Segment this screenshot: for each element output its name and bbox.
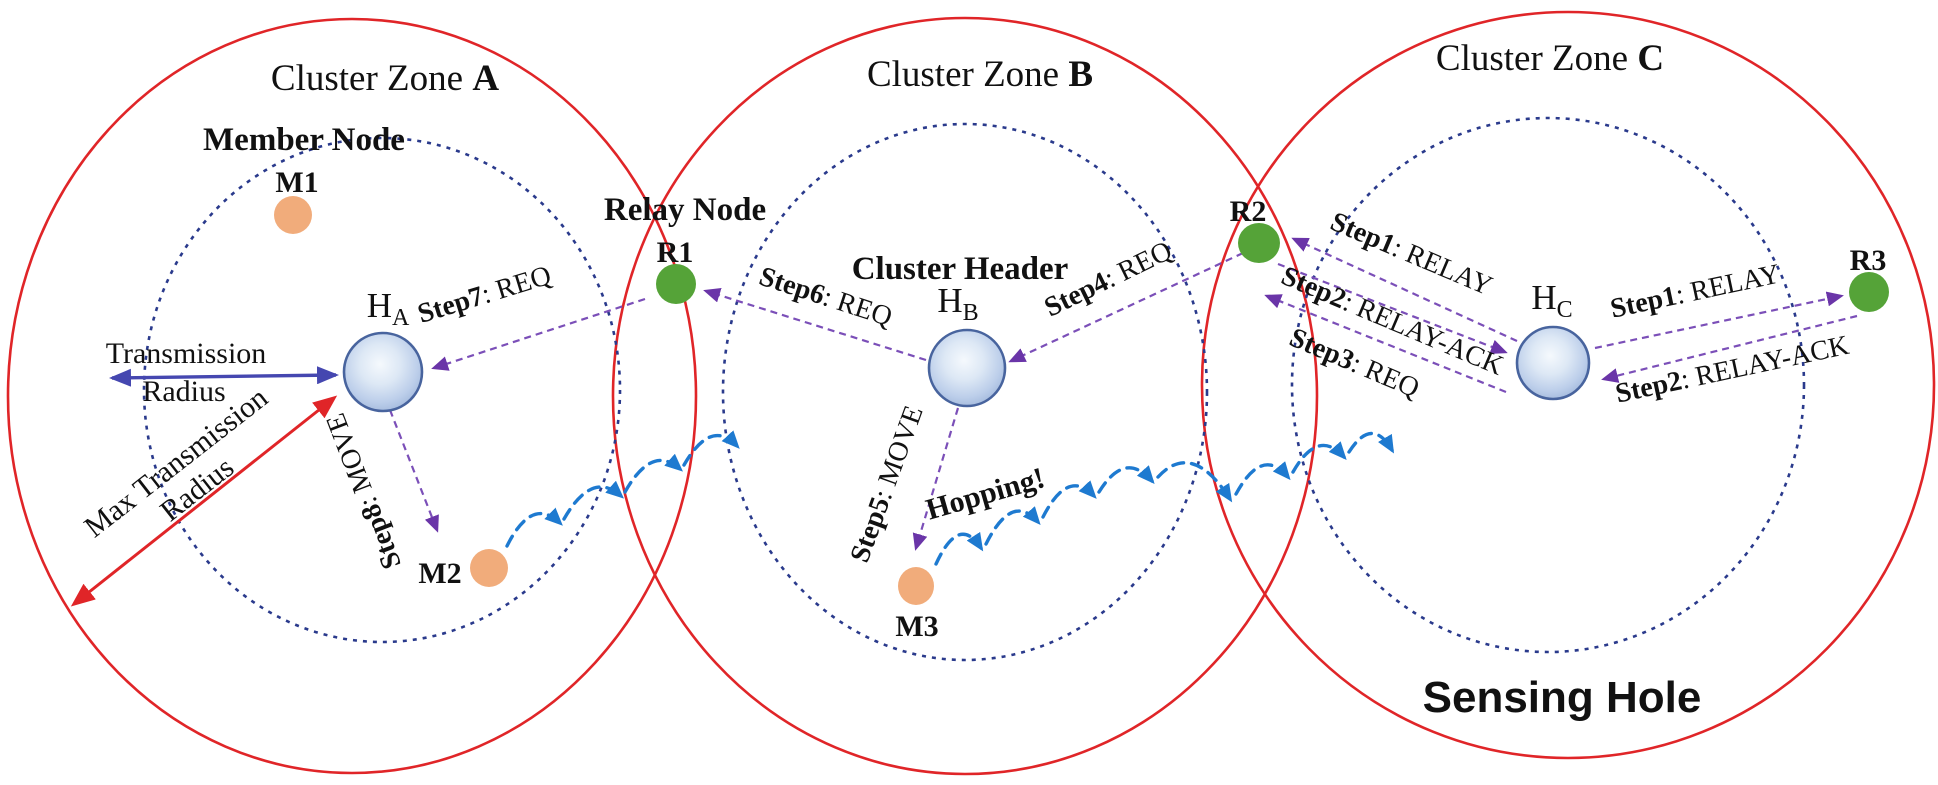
step7-req-arrow [431, 297, 646, 371]
node-r2 [1238, 223, 1280, 263]
node-header-b [927, 328, 1007, 408]
svg-text:Step1: RELAY: Step1: RELAY [1608, 259, 1783, 325]
header-b-label: HB [937, 281, 978, 326]
node-r1 [656, 264, 696, 304]
hopping-label: Hopping! [922, 461, 1048, 526]
zone-c-step2-relay-ack-arrow-right [1601, 314, 1858, 383]
hop-arc [505, 507, 563, 548]
hop-arc [562, 480, 624, 521]
max-transmission-radius-arrow [70, 395, 338, 607]
max-transmission-radius-label: Max Transmission Radius [78, 381, 274, 544]
svg-text:Step8: MOVE: Step8: MOVE [320, 409, 408, 573]
step7-label: Step7: REQ [414, 260, 555, 330]
hop-arc [984, 506, 1041, 546]
hop-arc [1156, 461, 1233, 503]
step5-label: Step5: MOVE [844, 402, 929, 567]
node-header-a [342, 331, 424, 413]
zone-a-boundary [6, 17, 698, 775]
m1-label: M1 [275, 166, 318, 199]
zone-a-title: Cluster Zone A [271, 58, 499, 99]
header-c-label: HC [1531, 278, 1572, 323]
zone-b-transmission-circle [721, 122, 1209, 662]
zone-c-step2-right-label: Step2: RELAY-ACK [1613, 330, 1852, 410]
member-node-label: Member Node [203, 122, 405, 158]
m2-label: M2 [418, 557, 461, 590]
zone-c-step1-right-label: Step1: RELAY [1608, 259, 1783, 325]
node-m3 [898, 567, 934, 605]
hop-arc [934, 531, 984, 566]
header-a-label: HA [367, 286, 410, 331]
cluster-header-label: Cluster Header [852, 251, 1069, 287]
step5-move-arrow [912, 407, 960, 551]
svg-text:Hopping!: Hopping! [922, 461, 1048, 526]
transmission-radius-label-line2: Radius [142, 375, 225, 408]
step8-label: Step8: MOVE [320, 409, 408, 573]
zone-c-step2-relay-ack-arrow-left [1277, 262, 1508, 354]
step8-move-arrow [388, 409, 439, 533]
svg-text:Step5: MOVE: Step5: MOVE [844, 402, 929, 567]
r2-label: R2 [1230, 195, 1267, 228]
step4-req-arrow [1008, 252, 1244, 363]
node-m2 [470, 549, 508, 587]
hop-path-m3 [934, 431, 1395, 566]
hop-arc [1041, 480, 1097, 519]
r1-label: R1 [657, 236, 694, 269]
zone-c-transmission-circle [1290, 116, 1806, 654]
zone-b-title: Cluster Zone B [867, 54, 1093, 95]
zone-a-transmission-circle [142, 136, 622, 644]
node-r3 [1849, 272, 1889, 312]
transmission-radius-arrow [109, 366, 339, 387]
hop-arc [1097, 465, 1155, 494]
hop-arc [1291, 441, 1347, 474]
hop-path-m2 [505, 430, 740, 548]
zone-c-step1-relay-arrow-left [1291, 237, 1518, 343]
zone-c-step1-relay-arrow-right [1594, 291, 1844, 350]
zone-c-boundary [1200, 10, 1936, 760]
zone-c-title: Cluster Zone C [1436, 38, 1664, 79]
step6-req-arrow [703, 288, 927, 362]
node-header-c [1515, 325, 1591, 401]
zone-b-boundary [611, 16, 1319, 776]
hop-arc [623, 453, 683, 494]
svg-text:Step2: RELAY-ACK: Step2: RELAY-ACK [1613, 330, 1852, 410]
hop-arc [682, 430, 740, 467]
zone-c-step3-req-arrow [1264, 294, 1507, 394]
hop-arc [1347, 431, 1395, 454]
m3-label: M3 [895, 610, 938, 643]
relay-node-label: Relay Node [604, 192, 766, 228]
transmission-radius-label-line1: Transmission [106, 337, 267, 370]
node-m1 [274, 196, 312, 234]
r3-label: R3 [1850, 244, 1887, 277]
sensing-hole-label: Sensing Hole [1423, 673, 1702, 722]
svg-text:Step7: REQ: Step7: REQ [414, 260, 555, 330]
hop-arc [1234, 461, 1291, 496]
